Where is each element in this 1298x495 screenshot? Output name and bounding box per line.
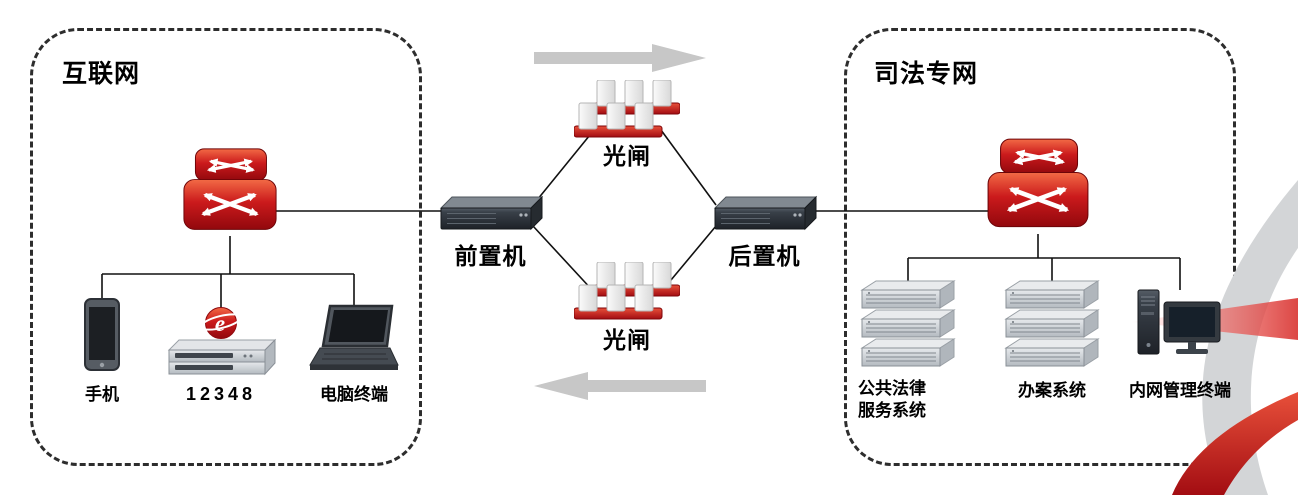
phone-icon — [82, 298, 122, 372]
svg-text:e: e — [215, 311, 225, 336]
laptop-label: 电脑终端 — [320, 385, 388, 404]
front-server-label: 前置机 — [454, 243, 527, 269]
ie-server-icon: e — [165, 306, 277, 380]
judicial-zone-title: 司法专网 — [874, 60, 979, 88]
flow-arrow-left-icon — [534, 372, 706, 400]
desktop-terminal-icon — [1136, 288, 1224, 370]
flow-arrow-right-icon — [534, 44, 706, 72]
optical-gate-top-label: 光闸 — [603, 143, 651, 169]
laptop-icon — [308, 304, 400, 378]
back-server-label: 后置机 — [728, 243, 801, 269]
optical-gate-top-icon — [574, 80, 680, 138]
front-server-icon — [438, 195, 543, 237]
judicial-switch-icon — [986, 136, 1090, 236]
internet-zone-title: 互联网 — [62, 60, 141, 88]
label-12348: 12348 — [185, 384, 257, 404]
legal-service-label: 公共法律 服务系统 — [858, 379, 926, 421]
intranet-terminal-label: 内网管理终端 — [1129, 381, 1231, 400]
phone-label: 手机 — [85, 385, 119, 404]
optical-gate-bottom-icon — [574, 262, 680, 320]
back-server-icon — [712, 195, 817, 237]
internet-switch-icon — [182, 146, 278, 238]
legal-service-rack-icon — [858, 280, 958, 368]
optical-gate-bottom-label: 光闸 — [603, 327, 651, 353]
case-system-rack-icon — [1002, 280, 1102, 368]
case-system-label: 办案系统 — [1018, 381, 1086, 400]
